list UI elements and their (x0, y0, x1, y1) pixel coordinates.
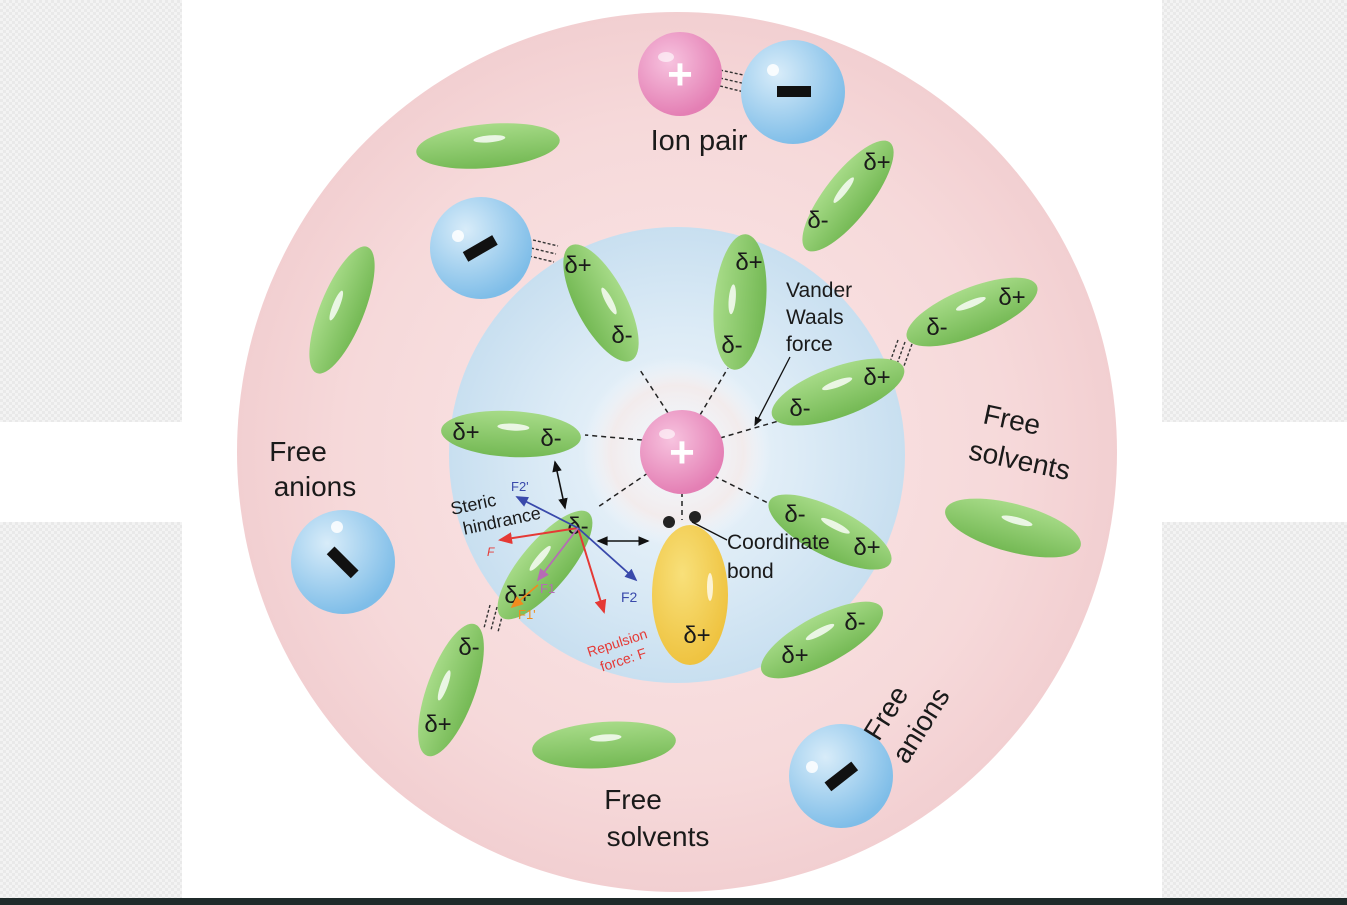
delta-plus-label: δ+ (452, 419, 479, 446)
delta-minus-label: δ- (721, 332, 742, 359)
ion-pair-cation: + (638, 32, 722, 116)
free-anions-label-line1: Free (269, 436, 327, 467)
delta-plus-label: δ+ (683, 622, 710, 649)
delta-minus-label: δ- (540, 425, 561, 452)
delta-plus-label: δ+ (424, 711, 451, 738)
coordinated-solvent-molecule (771, 358, 905, 426)
outer-solvent-molecule (802, 140, 894, 252)
coordinated-solvent-molecule-steric (497, 510, 593, 620)
steric-double-arrow (552, 460, 568, 510)
coordinate-bond-label-line1: Coordinate (727, 531, 830, 554)
delta-minus-label: δ- (844, 609, 865, 636)
force-F-arrow (498, 527, 579, 545)
force-F2prime-arrow (515, 496, 579, 529)
delta-minus-label: δ- (567, 513, 588, 540)
partial-charge-labels: δ+ δ- δ+ δ- δ+ δ- δ+ δ- δ+ δ- δ+ δ- δ- δ… (424, 149, 1025, 738)
delta-plus-label: δ+ (781, 642, 808, 669)
background-band-left (0, 422, 182, 522)
coordinate-bond-leader-line (691, 521, 728, 541)
solvation-dashed-bonds (584, 367, 783, 520)
delta-plus-label: δ+ (863, 364, 890, 391)
delta-plus-label: δ+ (853, 534, 880, 561)
delta-minus-label: δ- (926, 314, 947, 341)
coordinated-solvent-molecule (563, 244, 639, 362)
outer-weak-bonds (483, 69, 913, 633)
central-cation: + (640, 410, 724, 494)
minus-sign (777, 86, 811, 97)
ion-pair-anion (741, 40, 845, 144)
delta-plus-label: δ+ (504, 582, 531, 609)
force-F1prime-arrow (510, 584, 539, 609)
delta-plus-label: δ+ (564, 252, 591, 279)
background-band-right (1162, 422, 1347, 522)
lone-pair-dot (663, 516, 675, 528)
force-F-label: F (487, 545, 495, 559)
solvent-molecules (309, 123, 1081, 769)
coordinated-solvent-molecule (713, 234, 767, 370)
outer-solvent-molecule (906, 277, 1038, 347)
force-F1-label: F1 (540, 581, 555, 596)
force-vectors (498, 496, 638, 614)
force-F1prime-label: F1' (518, 607, 536, 622)
coordinated-solvent-molecule (441, 410, 581, 458)
free-anions-label-line2: anions (274, 471, 357, 502)
delta-minus-label: δ- (807, 207, 828, 234)
lone-pair-dot (689, 511, 701, 523)
free-solvent-molecule (309, 246, 375, 374)
free-anion (789, 724, 893, 828)
ion-pair-label: Ion pair (651, 125, 748, 157)
cation-sign: + (667, 50, 693, 99)
cation-sign: + (669, 428, 695, 477)
vdw-leader-line (754, 356, 791, 427)
delta-minus-label: δ- (611, 322, 632, 349)
bottom-edge-bar (0, 898, 1347, 905)
repulsion-force-arrow (577, 527, 607, 614)
free-solvents-label-bottom-line2: solvents (607, 821, 710, 852)
delta-plus-label: δ+ (735, 249, 762, 276)
delta-plus-label: δ+ (863, 149, 890, 176)
delta-minus-label: δ- (458, 634, 479, 661)
coordinated-solvent-molecule (760, 601, 884, 679)
free-solvent-molecule (945, 498, 1081, 558)
minus-sign (824, 761, 859, 792)
outer-solvent-molecule (418, 623, 484, 757)
minus-sign (462, 235, 498, 262)
free-solvents-label-bottom-line1: Free (604, 784, 662, 815)
minus-sign (326, 546, 359, 579)
vdw-label-line1: Vander (786, 279, 852, 302)
delta-plus-label: δ+ (998, 284, 1025, 311)
vdw-label-line2: Waals (786, 306, 844, 329)
force-F2prime-label: F2' (511, 479, 529, 494)
coordinate-bond-label-line2: bond (727, 560, 774, 583)
delta-minus-label: δ- (789, 395, 810, 422)
anion (430, 197, 532, 299)
coordinate-bond-solvent-molecule (652, 525, 728, 665)
free-solvent-molecule (532, 721, 676, 769)
coordinated-solvent-molecule (768, 494, 892, 570)
force-F1-arrow (536, 527, 579, 582)
force-F2-label: F2 (621, 589, 638, 605)
free-anion (291, 510, 395, 614)
vdw-label-line3: force (786, 333, 833, 356)
delta-minus-label: δ- (784, 501, 805, 528)
free-solvent-molecule (416, 123, 560, 169)
force-F2-arrow (577, 527, 638, 582)
